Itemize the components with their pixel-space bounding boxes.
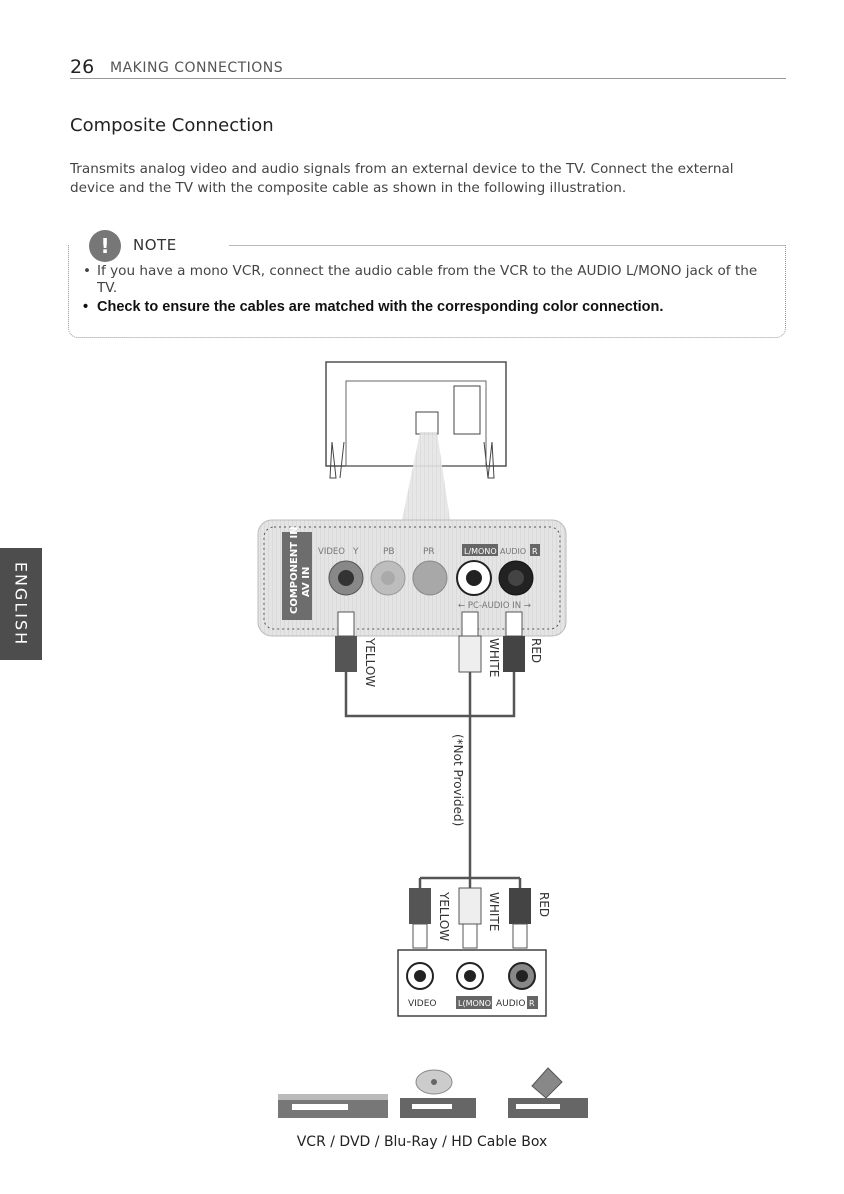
exclamation-icon: ! (89, 230, 121, 262)
not-provided-label: (*Not Provided) (451, 734, 465, 826)
dvd-player-device (400, 1069, 476, 1118)
av-in-label: AV IN (301, 567, 312, 597)
y-jack-label: Y (352, 547, 359, 557)
white-cable-label-bottom: WHITE (487, 892, 501, 931)
component-in-label: COMPONENT IN (289, 526, 300, 614)
intro-paragraph: Transmits analog video and audio signals… (70, 161, 734, 196)
cable-lines (344, 670, 522, 888)
note-item-bold: Check to ensure the cables are matched w… (79, 299, 779, 316)
bottom-plugs (409, 887, 531, 949)
device-jack-panel: VIDEO L(MONO) AUDIO R (397, 949, 547, 1017)
audio-jack-label: AUDIO (500, 547, 526, 556)
red-cable-label-top: RED (529, 638, 543, 663)
device-lmono-label: L(MONO) (458, 999, 494, 1008)
red-cable-label-bottom: RED (537, 892, 551, 917)
external-devices (278, 1067, 588, 1118)
note-box: ! NOTE If you have a mono VCR, connect t… (68, 230, 786, 338)
note-item: If you have a mono VCR, connect the audi… (79, 263, 779, 297)
section-name: MAKING CONNECTIONS (110, 60, 284, 76)
video-jack-label: VIDEO (318, 547, 345, 557)
page-header: 26 MAKING CONNECTIONS (70, 56, 786, 79)
devices-caption: VCR / DVD / Blu-Ray / HD Cable Box (296, 1134, 548, 1150)
device-audio-label: AUDIO (496, 999, 525, 1009)
pc-audio-label: ← PC-AUDIO IN → (458, 601, 531, 611)
tv-jack-panel: COMPONENT IN AV IN VIDEO Y PB PR L/MONO … (257, 519, 567, 637)
yellow-cable-label-bottom: YELLOW (437, 891, 451, 941)
note-list: If you have a mono VCR, connect the audi… (79, 263, 779, 318)
device-video-label: VIDEO (408, 999, 437, 1009)
lmono-jack-label: L/MONO (464, 547, 497, 556)
page-title: Composite Connection (70, 115, 274, 136)
page-number: 26 (70, 56, 95, 78)
note-label: NOTE (133, 236, 177, 254)
cable-box-device (508, 1067, 588, 1118)
tv-illustration (325, 361, 507, 520)
pb-jack-label: PB (383, 547, 395, 557)
top-plugs (335, 611, 525, 673)
device-r-label: R (529, 999, 535, 1008)
yellow-cable-label-top: YELLOW (363, 637, 377, 687)
r-jack-label: R (532, 547, 538, 556)
pr-jack-label: PR (423, 547, 435, 557)
language-tab: ENGLISH (0, 548, 42, 660)
white-cable-label-top: WHITE (487, 638, 501, 677)
note-divider (229, 245, 785, 246)
vcr-device (278, 1094, 388, 1118)
